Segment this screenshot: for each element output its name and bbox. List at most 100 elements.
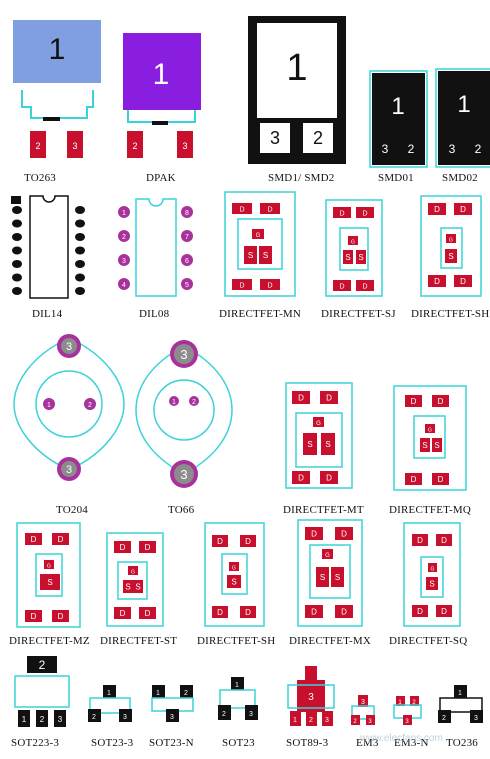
directfet-pad-gate-label: G xyxy=(351,240,355,246)
dil14-pad-right xyxy=(75,206,85,214)
directfet-pad-drain xyxy=(232,279,252,290)
directfet-pad-drain xyxy=(333,207,351,218)
directfet-pad-drain xyxy=(232,203,252,214)
sot89-3-label: SOT89-3 xyxy=(286,737,329,749)
directfet-pad-drain-label: D xyxy=(58,535,64,544)
directfet-pad-source-label: S xyxy=(422,441,427,450)
directfet-pad-gate xyxy=(128,566,138,575)
dil14-pad-left xyxy=(12,273,22,282)
em3-footprint: 3 2 3 xyxy=(351,695,375,725)
directfet-pad-source xyxy=(445,249,457,263)
dpak-label: DPAK xyxy=(146,172,176,184)
directfet-pad-drain-label: D xyxy=(311,530,317,539)
smd1-pin-2 xyxy=(303,123,333,153)
directfet-pad-drain-label: D xyxy=(460,277,466,286)
sot23-3-pin-2 xyxy=(88,709,101,722)
dpak-footprint: 1 2 3 xyxy=(123,33,201,158)
sot89-3-footprint: 3 1 2 3 xyxy=(287,666,335,726)
dil08-pad-right xyxy=(181,230,193,242)
directfet-pad-drain-label: D xyxy=(58,612,64,621)
directfet-pad-drain xyxy=(212,535,228,547)
to204-footprint: 3 1 2 3 xyxy=(13,334,125,481)
dpak-tab xyxy=(152,121,168,125)
directfet-pad-gate xyxy=(229,562,239,571)
to263-pin-3 xyxy=(67,131,83,158)
smd02-body-number: 1 xyxy=(457,91,470,118)
sot223-3-pin-2 xyxy=(36,710,48,727)
to236-pin-2-label: 2 xyxy=(442,715,446,722)
sot89-3-tab xyxy=(305,666,317,680)
directfet-mx-label: DIRECTFET-MX xyxy=(289,635,372,647)
sot23-3-pin-1-label: 1 xyxy=(107,690,111,697)
sot223-3-pin-3-label: 3 xyxy=(58,715,63,724)
directfet-st-label: DIRECTFET-ST xyxy=(100,635,178,647)
directfet-pad-source xyxy=(133,580,143,593)
directfet-mz-label: DIRECTFET-MZ xyxy=(9,635,90,647)
directfet-outline xyxy=(393,385,467,491)
directfet-pad-drain xyxy=(335,527,353,540)
to236-label: TO236 xyxy=(446,737,478,749)
directfet-pad-source-label: S xyxy=(320,573,325,582)
directfet-pad-drain xyxy=(240,535,256,547)
directfet-pad-gate-label: G xyxy=(325,553,330,559)
smd1-pin-2-label: 2 xyxy=(313,128,323,148)
to263-label: TO263 xyxy=(24,172,56,184)
to263-footprint: 1 2 3 xyxy=(13,20,101,158)
directfet-pad-drain-label: D xyxy=(239,283,244,290)
sot223-3-tab-label: 2 xyxy=(39,658,46,672)
directfet-pad-source-label: S xyxy=(307,440,312,449)
em3-n-pin-2 xyxy=(410,696,419,706)
sot23-n-label: SOT23-N xyxy=(149,737,194,749)
sot23-pin-3 xyxy=(245,705,258,720)
directfet-outline xyxy=(224,191,296,297)
dil14-footprint xyxy=(11,195,85,299)
directfet-pad-drain-label: D xyxy=(239,207,244,214)
directfet-pad-drain xyxy=(356,280,374,291)
directfet-pad-gate xyxy=(446,234,456,243)
directfet-pad-drain-label: D xyxy=(31,535,37,544)
directfet-pad-drain-label: D xyxy=(434,277,440,286)
directfet-pad-drain-label: D xyxy=(411,475,417,484)
directfet-pad-drain xyxy=(436,534,452,546)
directfet-pad-source xyxy=(303,433,317,455)
sot23-label: SOT23 xyxy=(222,737,255,749)
directfet-pad-drain-label: D xyxy=(326,474,332,483)
directfet-pad-gate-label: G xyxy=(131,570,135,576)
smd01-pin-3-label: 3 xyxy=(382,142,389,156)
sot23-3-footprint: 1 2 3 xyxy=(88,685,132,722)
dil14-pad-right xyxy=(75,233,85,241)
dil08-pad-left xyxy=(118,278,130,290)
sot23-n-pin-1 xyxy=(152,685,165,698)
smd02-pin-3-label: 3 xyxy=(449,142,456,156)
directfet-pad-drain-label: D xyxy=(341,530,347,539)
directfet-pad-drain-label: D xyxy=(145,543,151,552)
directfet-outline xyxy=(285,382,353,489)
directfet-pad-source xyxy=(316,567,329,587)
smd01-footprint: 1 3 2 xyxy=(369,70,428,168)
directfet-die-outline xyxy=(413,415,446,459)
dpak-pin-2-label: 2 xyxy=(132,141,137,151)
directfet-pad-source-label: S xyxy=(358,253,363,262)
smd1-die-pad xyxy=(257,23,337,118)
sot223-3-footprint: 2 1 2 3 xyxy=(14,656,70,727)
smd01-body xyxy=(372,73,425,165)
directfet-pad-drain-label: D xyxy=(267,283,272,290)
em3-n-pin-2-label: 2 xyxy=(412,700,416,706)
dil08-pad-right xyxy=(181,278,193,290)
directfet-pad-source-label: S xyxy=(263,251,268,260)
smd02-body xyxy=(438,71,490,165)
dil08-pad-left-label: 3 xyxy=(122,258,126,265)
to66-pin-2 xyxy=(189,396,199,406)
directfet-pad-drain xyxy=(412,534,428,546)
directfet-pad-drain-label: D xyxy=(245,537,251,546)
directfet-pad-gate xyxy=(252,229,264,239)
directfet-pad-source-label: S xyxy=(135,583,140,592)
directfet-pad-drain xyxy=(292,471,310,484)
to204-mount-top-hole xyxy=(61,338,77,354)
to66-footprint: 3 1 2 3 xyxy=(135,340,233,488)
directfet-die-outline xyxy=(237,218,283,270)
to236-pin-3-label: 3 xyxy=(474,715,478,722)
directfet-pad-source-label: S xyxy=(231,578,236,587)
